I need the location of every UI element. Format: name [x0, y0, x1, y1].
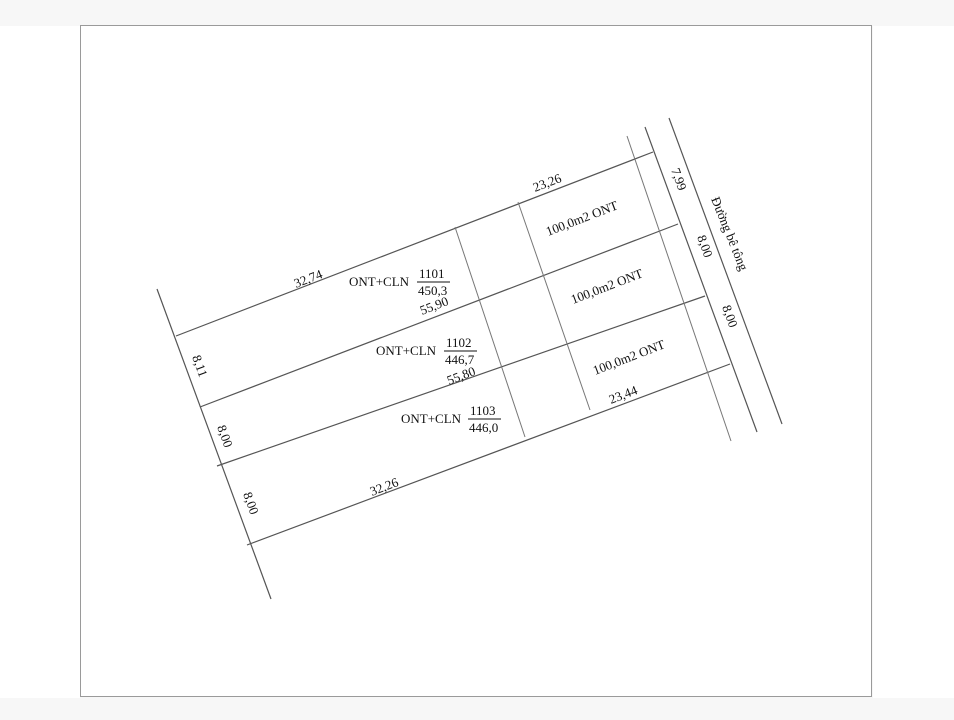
- dim-left-3: 8,00: [240, 490, 262, 517]
- dim-left-2: 8,00: [214, 423, 236, 450]
- parcel-1101-number: 1101: [419, 266, 445, 281]
- parcel-1103-number: 1103: [470, 403, 496, 418]
- left-boundary-line: [156, 288, 272, 600]
- dim-bottom-right: 23,44: [607, 382, 640, 407]
- parcel-1103-label: ONT+CLN 1103 446,0: [401, 403, 501, 435]
- dim-right-2: 8,00: [694, 233, 716, 260]
- dim-right-1: 7,99: [668, 166, 690, 193]
- parcel-1101-label: ONT+CLN 1101 450,3 55,90: [349, 266, 450, 318]
- parcel-1101-top-edge: [175, 151, 654, 337]
- parcel-1103-area: 446,0: [469, 420, 498, 435]
- dim-left-1: 8,11: [189, 353, 211, 379]
- dim-top-right: 23,26: [531, 170, 564, 195]
- parcel-1102-1103-boundary: [216, 295, 706, 467]
- sub-lot-left-divider: [517, 201, 591, 411]
- parcel-1102-landuse: ONT+CLN: [376, 343, 437, 358]
- sub-lot-label-1: 100,0m2 ONT: [544, 198, 620, 239]
- interior-divider-1: [454, 226, 526, 438]
- plot-right-edge: [644, 126, 758, 433]
- sub-lot-right-divider: [626, 135, 732, 442]
- parcel-1101-1102-boundary: [199, 223, 679, 408]
- parcel-1103-landuse: ONT+CLN: [401, 411, 462, 426]
- parcel-1103-bottom-edge: [246, 363, 731, 546]
- dim-top-left: 32,74: [292, 266, 325, 291]
- road-label: Đường bê tông: [708, 195, 751, 274]
- parcel-1102-area: 446,7: [445, 352, 475, 367]
- drawing-sheet: [80, 25, 872, 697]
- dim-bottom-left: 32,26: [368, 474, 401, 499]
- parcel-1101-landuse: ONT+CLN: [349, 274, 410, 289]
- parcel-1102-label: ONT+CLN 1102 446,7 55,80: [376, 335, 477, 388]
- dim-right-3: 8,00: [719, 303, 741, 330]
- sub-lot-label-2: 100,0m2 ONT: [569, 266, 645, 307]
- sub-lot-label-3: 100,0m2 ONT: [591, 337, 667, 378]
- left-margin: [0, 26, 80, 698]
- parcel-1101-area: 450,3: [418, 283, 447, 298]
- road-far-edge: [668, 117, 783, 425]
- right-margin: [873, 26, 954, 698]
- parcel-1102-number: 1102: [446, 335, 472, 350]
